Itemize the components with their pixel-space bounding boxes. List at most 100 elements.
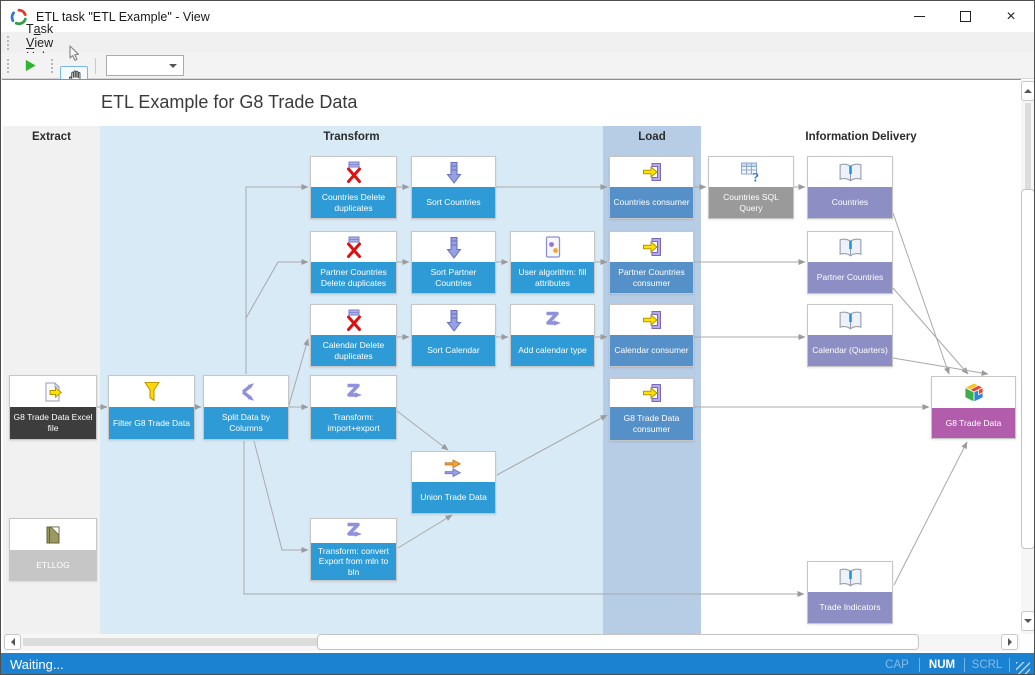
node-label-partner-dd: Partner Countries Delete duplicates [311, 262, 396, 293]
node-label-filter: Filter G8 Trade Data [109, 407, 194, 439]
node-countries-output[interactable]: Countries [807, 156, 893, 219]
node-filter[interactable]: Filter G8 Trade Data [108, 375, 195, 440]
horizontal-scroll-track[interactable] [23, 638, 317, 646]
toolbar-grip-2[interactable] [51, 58, 53, 73]
transform-icon [311, 519, 396, 543]
cursor-icon [66, 45, 83, 62]
consumer-icon [610, 305, 693, 335]
node-label-countries-dd: Countries Delete duplicates [311, 187, 396, 218]
delete-duplicates-icon [311, 232, 396, 262]
delete-duplicates-icon [311, 305, 396, 335]
run-button[interactable] [16, 54, 44, 78]
minimize-button[interactable] [896, 1, 942, 32]
node-label-import-export: Transform: import+export [311, 407, 396, 439]
user-algorithm-icon [511, 232, 594, 262]
horizontal-scrollbar[interactable] [3, 634, 1020, 651]
node-g8-trade-data[interactable]: G8 Trade Data [931, 376, 1016, 439]
node-label-excel-file: G8 Trade Data Excel file [10, 407, 96, 439]
app-icon[interactable] [10, 8, 28, 26]
node-label-sql-query: Countries SQL Query [709, 187, 793, 218]
scroll-right-button[interactable] [1001, 634, 1018, 650]
node-countries-dd[interactable]: Countries Delete duplicates [310, 156, 397, 219]
node-partner-dd[interactable]: Partner Countries Delete duplicates [310, 231, 397, 294]
node-calendar-output[interactable]: Calendar (Quarters) [807, 304, 893, 367]
cube-icon [932, 377, 1015, 408]
lane-header-transform: Transform [323, 131, 380, 143]
node-label-partner-output: Partner Countries [808, 262, 892, 293]
node-label-partner-consumer: Partner Countries consumer [610, 262, 693, 293]
node-union[interactable]: Union Trade Data [411, 451, 496, 514]
node-calendar-consumer[interactable]: Calendar consumer [609, 304, 694, 367]
consumer-icon [610, 379, 693, 407]
menubar: TaskViewHelp [1, 22, 1034, 64]
delete-duplicates-icon [311, 157, 396, 187]
file-export-icon [10, 376, 96, 407]
toolbar-separator [95, 57, 96, 74]
node-convert[interactable]: Transform: convert Export from mln to bl… [310, 518, 397, 581]
menubar-grip[interactable] [7, 35, 9, 50]
funnel-icon [109, 376, 194, 407]
statusbar-separator [964, 657, 965, 672]
svg-text:?: ? [753, 170, 760, 185]
node-calendar-dd[interactable]: Calendar Delete duplicates [310, 304, 397, 367]
maximize-button[interactable] [942, 1, 988, 32]
arrow-left-icon [10, 638, 15, 646]
titlebar: ETL task "ETL Example" - View × [1, 1, 1034, 32]
statusbar-separator [1009, 657, 1010, 672]
close-button[interactable]: × [988, 1, 1034, 32]
vertical-scroll-thumb[interactable] [1021, 189, 1034, 549]
node-trade-indicators[interactable]: Trade Indicators [807, 561, 893, 624]
resize-grip[interactable] [1016, 662, 1030, 674]
zoom-combobox[interactable] [106, 55, 184, 76]
node-label-add-calendar-type: Add calendar type [511, 335, 594, 366]
node-label-sort-calendar: Sort Calendar [412, 335, 495, 366]
vertical-scroll-track[interactable] [1025, 103, 1031, 189]
node-label-sort-countries: Sort Countries [412, 187, 495, 218]
minimize-icon [913, 16, 925, 17]
horizontal-scroll-thumb[interactable] [317, 634, 919, 650]
sql-query-icon: ? [709, 157, 793, 187]
node-sort-countries[interactable]: Sort Countries [411, 156, 496, 219]
node-add-calendar-type[interactable]: Add calendar type [510, 304, 595, 367]
node-label-user-algo: User algorithm: fill attributes [511, 262, 594, 293]
node-label-countries-consumer: Countries consumer [610, 187, 693, 218]
vertical-scrollbar[interactable] [1021, 80, 1034, 634]
consumer-icon [610, 157, 693, 187]
node-partner-output[interactable]: Partner Countries [807, 231, 893, 294]
split-icon [204, 376, 288, 407]
node-label-etllog: ETLLOG [10, 550, 96, 580]
arrow-down-icon [1024, 619, 1032, 623]
node-partner-consumer[interactable]: Partner Countries consumer [609, 231, 694, 294]
node-sort-calendar[interactable]: Sort Calendar [411, 304, 496, 367]
node-excel-file[interactable]: G8 Trade Data Excel file [9, 375, 97, 440]
scroll-left-button[interactable] [4, 634, 21, 650]
window-controls: × [896, 1, 1034, 32]
node-import-export[interactable]: Transform: import+export [310, 375, 397, 440]
node-user-algo[interactable]: User algorithm: fill attributes [510, 231, 595, 294]
chevron-down-icon [169, 63, 177, 68]
lane-header-extract: Extract [32, 131, 71, 143]
node-label-split: Split Data by Columns [204, 407, 288, 439]
node-label-calendar-dd: Calendar Delete duplicates [311, 335, 396, 366]
sort-icon [412, 157, 495, 187]
diagram-title: ETL Example for G8 Trade Data [101, 92, 358, 112]
maximize-icon [959, 11, 971, 22]
scroll-down-button[interactable] [1021, 611, 1034, 631]
node-split[interactable]: Split Data by Columns [203, 375, 289, 440]
node-sql-query[interactable]: ? Countries SQL Query [708, 156, 794, 219]
select-tool-button[interactable] [60, 42, 88, 66]
node-sort-partner[interactable]: Sort Partner Countries [411, 231, 496, 294]
transform-icon [311, 376, 396, 407]
scroll-up-button[interactable] [1021, 81, 1034, 101]
node-countries-consumer[interactable]: Countries consumer [609, 156, 694, 219]
consumer-icon [610, 232, 693, 262]
sort-icon [412, 232, 495, 262]
node-etllog[interactable]: ETLLOG [9, 518, 97, 581]
node-g8-consumer[interactable]: G8 Trade Data consumer [609, 378, 694, 441]
node-label-calendar-consumer: Calendar consumer [610, 335, 693, 366]
toolbar-grip-1[interactable] [7, 58, 9, 73]
indicator-scrl: SCRL [971, 658, 1003, 671]
